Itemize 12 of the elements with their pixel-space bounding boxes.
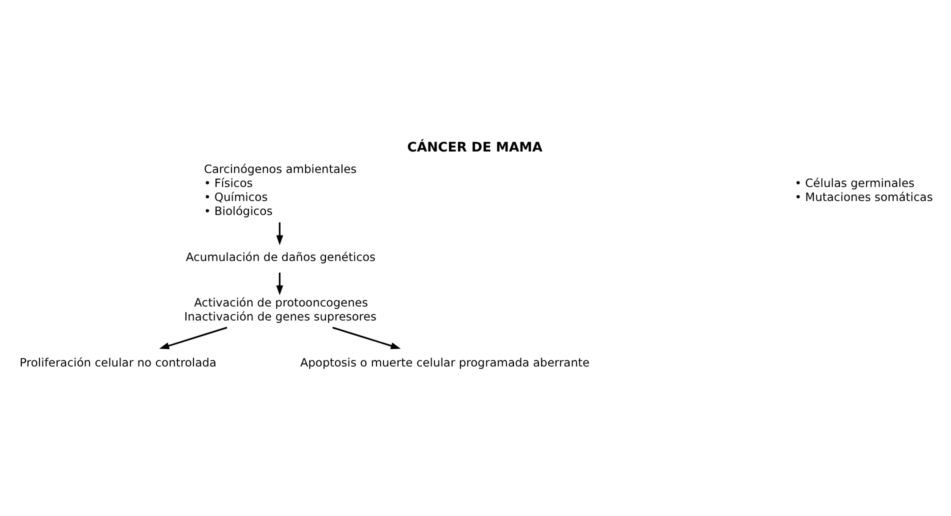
node-text: Activación de protooncogenes Inactivación de genes supresores [184, 295, 376, 324]
label: • Células germinales [794, 176, 915, 190]
label: • Mutaciones somáticas [794, 190, 933, 204]
arrow [159, 326, 228, 350]
node-text: Carcinógenos ambientales • Físicos • Químicos • Biológicos [204, 162, 357, 218]
node-text: Proliferación celular no controlada [20, 355, 216, 370]
diagram-title: CÁNCER DE MAMA [407, 140, 542, 156]
arrow [276, 222, 284, 246]
arrow [276, 272, 284, 296]
node-text: Apoptosis o muerte celular programada aberrante [300, 355, 590, 370]
node-text: Acumulación de daños genéticos [186, 250, 376, 264]
arrow [332, 326, 401, 350]
